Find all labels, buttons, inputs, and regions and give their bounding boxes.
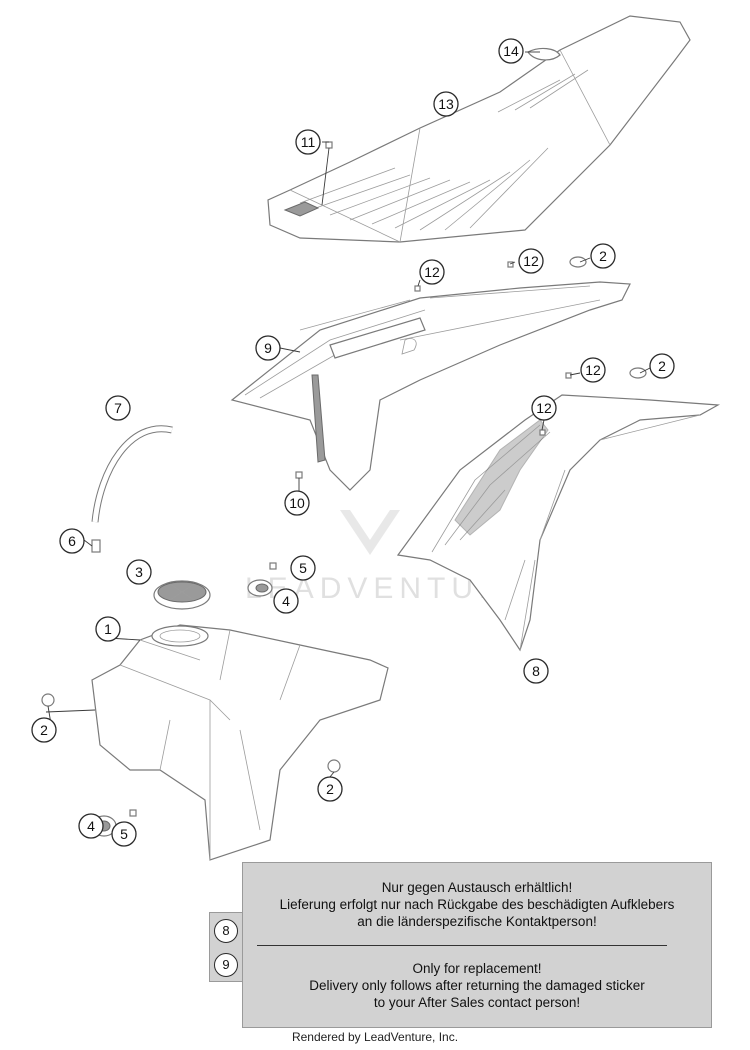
callout-1: 1 xyxy=(95,616,121,642)
svg-text:5: 5 xyxy=(299,560,307,576)
svg-text:3: 3 xyxy=(135,564,143,580)
svg-text:12: 12 xyxy=(523,253,539,269)
callout-13: 13 xyxy=(433,91,459,117)
callout-4-lower: 4 xyxy=(78,813,104,839)
notice-en-line-1: Only for replacement! xyxy=(412,961,542,976)
callout-2-tank-right: 2 xyxy=(317,776,343,802)
svg-text:4: 4 xyxy=(87,818,95,834)
notice-de-line-1: Nur gegen Austausch erhältlich! xyxy=(381,880,573,895)
notice-de-line-2: Lieferung erfolgt nur nach Rückgabe des … xyxy=(279,897,675,912)
callout-8: 8 xyxy=(523,658,549,684)
callout-12-d: 12 xyxy=(531,395,557,421)
notice-reference-tabs: 8 9 xyxy=(209,912,242,982)
svg-text:7: 7 xyxy=(114,400,122,416)
svg-text:5: 5 xyxy=(120,826,128,842)
fuel-tank xyxy=(91,624,389,861)
fuel-cap xyxy=(153,580,211,610)
rendered-by-footer: Rendered by LeadVenture, Inc. xyxy=(291,1030,459,1044)
svg-text:2: 2 xyxy=(599,248,607,264)
callout-12-a: 12 xyxy=(419,259,445,285)
notice-en-line-2: Delivery only follows after returning th… xyxy=(309,978,645,993)
svg-text:12: 12 xyxy=(585,362,601,378)
callout-9: 9 xyxy=(255,335,281,361)
svg-text:2: 2 xyxy=(40,722,48,738)
svg-text:12: 12 xyxy=(424,264,440,280)
callout-7: 7 xyxy=(105,395,131,421)
callout-3: 3 xyxy=(126,559,152,585)
callout-6: 6 xyxy=(59,528,85,554)
svg-text:2: 2 xyxy=(658,358,666,374)
callout-2-right-panel: 2 xyxy=(649,353,675,379)
svg-text:4: 4 xyxy=(282,593,290,609)
svg-text:10: 10 xyxy=(289,495,305,511)
svg-text:13: 13 xyxy=(438,96,454,112)
svg-text:8: 8 xyxy=(532,663,540,679)
left-side-panel xyxy=(230,281,631,491)
callout-10: 10 xyxy=(284,490,310,516)
svg-text:14: 14 xyxy=(503,43,519,59)
replacement-notice: Nur gegen Austausch erhältlich! Lieferun… xyxy=(242,862,712,1028)
screws-small xyxy=(41,256,647,817)
svg-text:11: 11 xyxy=(301,134,316,150)
callout-5-upper: 5 xyxy=(290,555,316,581)
callout-2-tank-left: 2 xyxy=(31,717,57,743)
callout-4-upper: 4 xyxy=(273,588,299,614)
svg-text:9: 9 xyxy=(264,340,272,356)
rubber-bush-4-upper xyxy=(247,579,273,597)
callout-5-lower: 5 xyxy=(111,821,137,847)
svg-text:6: 6 xyxy=(68,533,76,549)
svg-text:2: 2 xyxy=(326,781,334,797)
svg-text:1: 1 xyxy=(104,621,112,637)
callout-11: 11 xyxy=(295,129,321,155)
right-side-panel xyxy=(396,394,721,652)
callout-2-left-panel: 2 xyxy=(590,243,616,269)
notice-tab-9: 9 xyxy=(214,953,238,977)
notice-divider xyxy=(257,945,667,946)
notice-en-line-3: to your After Sales contact person! xyxy=(373,995,581,1010)
callout-12-c: 12 xyxy=(580,357,606,383)
callout-14: 14 xyxy=(498,38,524,64)
seat-part xyxy=(267,15,691,243)
notice-de-line-3: an die länderspezifische Kontaktperson! xyxy=(357,914,597,929)
svg-text:12: 12 xyxy=(536,400,552,416)
callout-12-b: 12 xyxy=(518,248,544,274)
notice-tab-8: 8 xyxy=(214,919,238,943)
breather-hose xyxy=(91,425,173,523)
